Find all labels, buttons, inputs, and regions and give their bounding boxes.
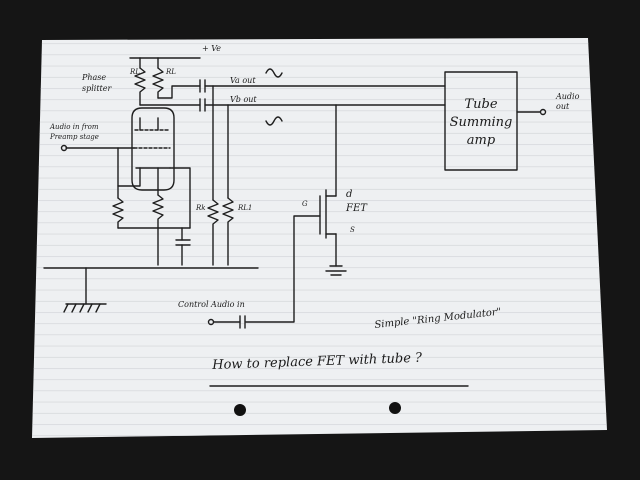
rl-right-label: RL	[166, 68, 176, 76]
va-out-label: Va out	[230, 76, 256, 85]
vb-out-label: Vb out	[230, 95, 257, 104]
binder-hole-right	[389, 402, 401, 414]
fet-source-label: S	[350, 226, 355, 234]
resistor-rl-left	[134, 67, 146, 106]
fet-gate-label: G	[302, 200, 308, 208]
resistor-cathode-left	[112, 197, 124, 229]
resistor-rl-right	[152, 67, 164, 99]
audio-in-preamp-label: Audio in from Preamp stage	[50, 123, 99, 141]
summing-amp-box	[444, 71, 518, 171]
resistor-rk	[207, 199, 219, 266]
control-audio-in-label: Control Audio in	[178, 300, 245, 309]
tube-envelope	[131, 107, 175, 191]
phase-splitter-label: Phase splitter	[82, 73, 112, 93]
summing-amp-label: Tube Summing amp	[449, 97, 513, 148]
resistor-rl1	[222, 197, 234, 266]
fet-label: d FET	[346, 189, 367, 214]
resistor-cathode-right	[152, 194, 164, 229]
rk-label: Rk	[196, 204, 206, 212]
supply-label: + Ve	[202, 44, 222, 53]
binder-hole-left	[234, 404, 246, 416]
audio-out-label: Audio out	[556, 92, 580, 111]
rl-left-label: RL	[130, 68, 140, 76]
rl1-label: RL1	[238, 204, 253, 212]
